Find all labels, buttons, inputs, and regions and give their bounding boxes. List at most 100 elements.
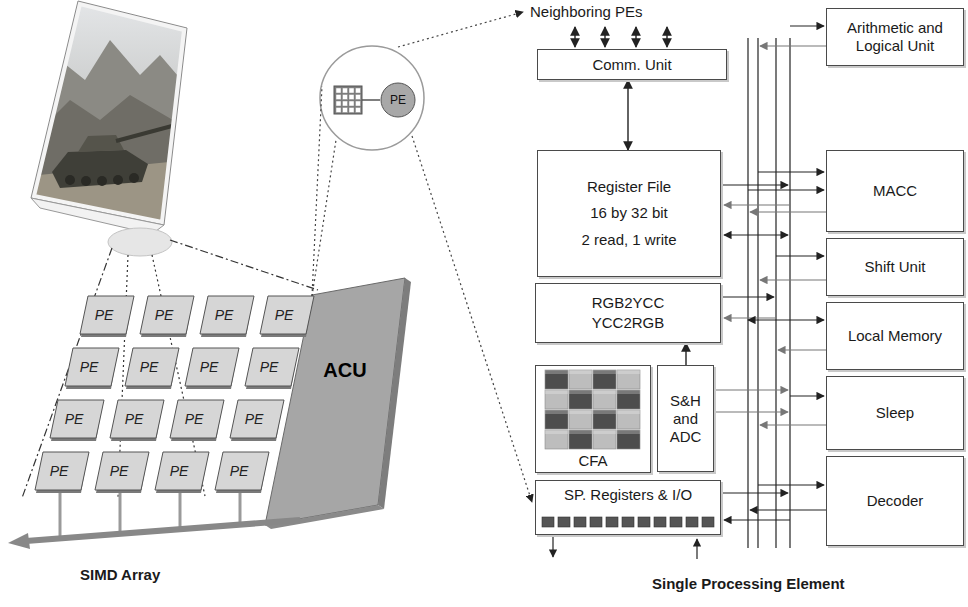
filter-cell-highlight — [569, 390, 592, 394]
internal-bus-part — [789, 38, 790, 548]
node-text: PE — [390, 93, 406, 107]
node-text: PE — [50, 463, 69, 480]
bus-arrows-part — [716, 411, 788, 412]
io-arrows — [553, 537, 697, 559]
text-group: RGB2YCCYCC2RGB — [592, 293, 665, 334]
node-text: Decoder — [867, 492, 924, 510]
shift-unit-box: Shift Unit — [826, 238, 964, 296]
bus-arrows-part — [722, 184, 788, 185]
neighbor-arrows-part — [666, 27, 667, 47]
bus-connector — [685, 343, 686, 365]
zoom-circle-part-part — [356, 101, 361, 106]
text-group: Sleep — [876, 404, 914, 422]
filter-cell — [593, 410, 616, 429]
zoom-circle-part — [334, 86, 362, 114]
io-arrows-part — [696, 539, 697, 559]
tile-face — [230, 400, 284, 438]
filter-cell — [593, 430, 616, 449]
filter-cell-highlight — [593, 430, 616, 434]
photo-illustration — [30, 0, 190, 234]
text-group: PE — [390, 93, 406, 107]
photo-illustration-part-part — [116, 126, 172, 141]
bus-arrows-part — [776, 255, 824, 256]
bus-arrows-part — [722, 492, 788, 493]
zoom-circle-part-part — [343, 108, 348, 113]
neighbor-label: Neighboring PEs — [530, 3, 643, 20]
filter-cell-highlight — [545, 410, 568, 414]
filter-cell — [617, 390, 640, 409]
zoom-circle-part-part — [349, 95, 354, 100]
zoom-circle-part-part — [349, 88, 354, 93]
processing-element-tile: PE — [245, 347, 299, 387]
zoom-circle-part — [336, 88, 361, 113]
register-bit — [558, 517, 570, 527]
photo-illustration-part-part — [78, 135, 124, 152]
filter-cell — [593, 370, 616, 389]
color-convert-box: RGB2YCCYCC2RGB — [535, 283, 721, 343]
node-text: PE — [215, 307, 234, 324]
internal-bus-part — [757, 38, 758, 548]
photo-illustration-part-part — [81, 176, 91, 186]
pe-circle: PE — [380, 82, 416, 118]
pe-circle-shape — [381, 83, 415, 117]
processing-element-tile: PE — [35, 451, 89, 491]
photo-illustration-part-part — [97, 176, 107, 186]
filter-cell — [545, 430, 568, 449]
processing-element-tile: PE — [65, 347, 119, 387]
zoom-leader-lines-part — [312, 140, 336, 296]
processing-element-tile: PE — [50, 399, 104, 439]
bus-arrows-part — [750, 509, 826, 510]
base-bus-arrow-part — [119, 492, 122, 533]
local-memory-box: Local Memory — [826, 302, 964, 370]
filter-cell — [545, 390, 568, 409]
color-filter-array — [536, 366, 652, 456]
node-text: PE — [275, 307, 294, 324]
processing-element-tile: PE — [95, 451, 149, 491]
acu-slab-part — [265, 505, 384, 529]
node-text: PE — [170, 463, 189, 480]
filter-cell-highlight — [569, 410, 592, 414]
processing-element-tile: PE — [155, 451, 209, 491]
cloud-symbol — [108, 228, 172, 256]
node-text: ACU — [323, 358, 366, 382]
bus-arrows-part — [758, 484, 824, 485]
node-text: RGB2YCC — [592, 293, 665, 313]
sp-registers-box: SP. Registers & I/O — [535, 480, 721, 535]
node-text: PE — [230, 463, 249, 480]
text-group: PE — [155, 307, 180, 324]
bus-arrows-part — [716, 389, 788, 390]
tile-face — [110, 400, 164, 438]
node-text: CFA — [578, 452, 607, 470]
text-group: PE — [230, 463, 255, 480]
register-bit — [606, 517, 618, 527]
text-group: Arithmetic and Logical Unit — [831, 19, 959, 55]
node-text: PE — [140, 359, 159, 376]
acu-slab — [265, 278, 411, 529]
filter-cell-highlight — [617, 370, 640, 374]
photo-illustration-part-part — [113, 175, 123, 185]
bus-arrows-part — [748, 319, 824, 320]
tile-face — [35, 452, 89, 490]
neighbor-arrows-part — [635, 27, 636, 47]
zoom-leader-lines-part — [312, 86, 322, 296]
bus-arrows — [716, 26, 826, 520]
photo-illustration-part-part — [52, 150, 148, 188]
node-text: PE — [110, 463, 129, 480]
filter-cell — [569, 370, 592, 389]
register-bit — [638, 517, 650, 527]
zoom-circle-part-part — [336, 88, 341, 93]
photo-illustration-part — [34, 4, 184, 222]
photo-illustration-part-part — [65, 175, 75, 185]
zoom-leader-lines-part — [398, 12, 523, 47]
text-group: Decoder — [867, 492, 924, 510]
filter-cell-highlight — [593, 370, 616, 374]
register-bit — [702, 517, 714, 527]
text-group: PE — [125, 411, 150, 428]
register-bit — [590, 517, 602, 527]
text-group: PE — [245, 411, 270, 428]
tile-face — [200, 296, 254, 334]
register-bit — [686, 517, 698, 527]
filter-cell — [617, 370, 640, 389]
text-group: PE — [65, 411, 90, 428]
